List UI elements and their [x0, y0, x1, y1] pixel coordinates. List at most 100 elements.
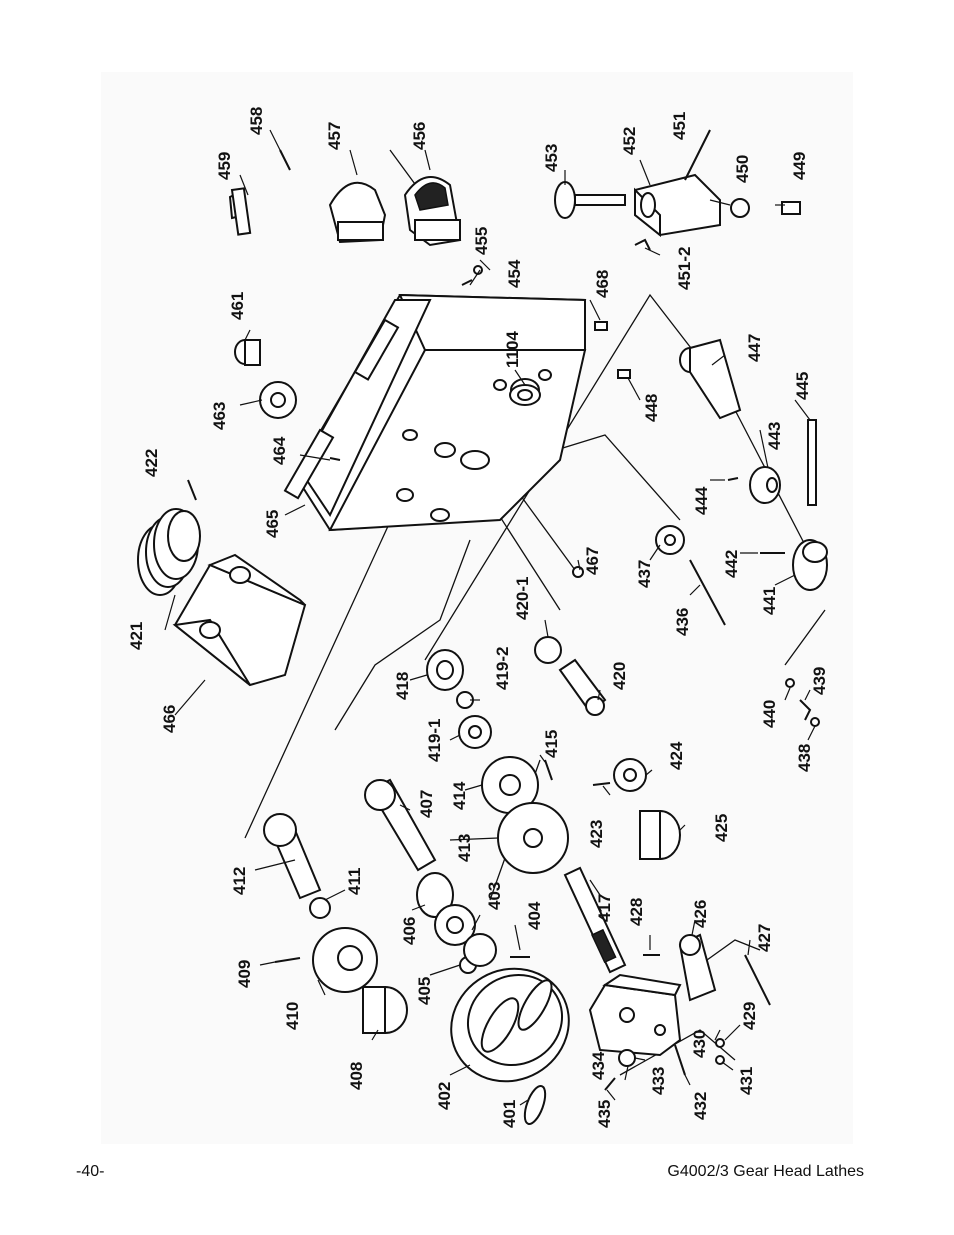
label-423: 423	[587, 820, 606, 848]
label-430: 430	[690, 1030, 709, 1058]
screw-468	[594, 321, 608, 331]
label-412: 412	[230, 867, 249, 895]
saddle-457	[328, 181, 387, 244]
pin-422	[187, 479, 197, 501]
label-404: 404	[525, 901, 544, 930]
shaft-426	[678, 933, 717, 1002]
label-466: 466	[160, 705, 179, 733]
shaft-417	[563, 866, 627, 974]
label-401: 401	[500, 1100, 519, 1128]
label-410: 410	[283, 1002, 302, 1030]
label-432: 432	[691, 1092, 710, 1120]
seal-1104	[509, 384, 541, 406]
document-title: G4002/3 Gear Head Lathes	[667, 1163, 864, 1180]
knob-408	[362, 986, 408, 1034]
label-456: 456	[410, 122, 429, 150]
label-440: 440	[760, 700, 779, 728]
gear-463	[259, 381, 297, 419]
pin-423	[592, 782, 611, 786]
label-454: 454	[505, 259, 524, 288]
handle-401	[523, 1085, 547, 1125]
pin-464	[329, 457, 341, 461]
part-labels: 459 458 457 456 455 454 453 452 451 450 …	[127, 107, 829, 1128]
part-467	[572, 566, 584, 578]
label-422: 422	[142, 449, 161, 477]
label-420-1: 420-1	[513, 577, 532, 620]
housing-465	[283, 293, 587, 532]
label-417: 417	[595, 894, 614, 922]
label-457: 457	[325, 122, 344, 150]
pin-455	[461, 279, 473, 286]
shaft-420	[558, 658, 607, 716]
shaft-412	[263, 813, 322, 900]
label-458: 458	[247, 107, 266, 135]
label-437: 437	[635, 560, 654, 588]
split-nut-456	[403, 176, 462, 247]
label-408: 408	[347, 1062, 366, 1090]
label-463: 463	[210, 402, 229, 430]
gear-410	[312, 927, 378, 993]
bushing-461	[234, 339, 261, 366]
pin-451	[684, 129, 711, 181]
knob-453	[554, 181, 626, 219]
handwheel-402	[450, 967, 570, 1083]
washer-434	[618, 1049, 636, 1067]
label-455: 455	[472, 227, 491, 255]
exploded-parts-diagram: 459 458 457 456 455 454 453 452 451 450 …	[101, 72, 853, 1144]
label-461: 461	[228, 292, 247, 320]
label-467: 467	[583, 547, 602, 575]
label-452: 452	[620, 127, 639, 155]
label-414: 414	[450, 781, 469, 810]
gear-414	[481, 756, 539, 814]
label-433: 433	[649, 1067, 668, 1095]
label-419-1: 419-1	[425, 719, 444, 762]
label-424: 424	[667, 741, 686, 770]
pin-415	[544, 759, 553, 781]
label-451: 451	[670, 112, 689, 140]
gear-424	[613, 758, 647, 792]
label-431: 431	[737, 1067, 756, 1095]
label-444: 444	[692, 486, 711, 515]
pin-444	[727, 477, 739, 481]
label-453: 453	[542, 144, 561, 172]
label-425: 425	[712, 814, 731, 842]
label-421: 421	[127, 622, 146, 650]
knob-425	[639, 810, 681, 860]
shaft-447	[679, 338, 742, 420]
gear-450	[730, 198, 750, 218]
ring-411	[309, 897, 331, 919]
label-405: 405	[415, 977, 434, 1005]
dial-403	[463, 933, 497, 967]
label-449: 449	[790, 152, 809, 180]
label-441: 441	[760, 587, 779, 615]
pin-458	[279, 149, 291, 171]
label-1104: 1104	[503, 331, 522, 368]
worm-421	[137, 508, 201, 596]
block-433	[588, 973, 682, 1057]
label-447: 447	[745, 334, 764, 362]
screw-432	[674, 1044, 686, 1076]
label-418: 418	[393, 672, 412, 700]
label-409: 409	[235, 960, 254, 988]
label-436: 436	[673, 608, 692, 636]
shaft-407	[364, 778, 437, 872]
label-443: 443	[765, 422, 784, 450]
block-452	[634, 173, 721, 238]
label-413: 413	[455, 834, 474, 862]
diagram-canvas: 459 458 457 456 455 454 453 452 451 450 …	[127, 107, 829, 1128]
label-419-2: 419-2	[493, 647, 512, 690]
bracket-466	[172, 553, 307, 687]
shaft-436	[689, 559, 726, 626]
label-428: 428	[627, 898, 646, 926]
label-403: 403	[485, 882, 504, 910]
drum-441	[792, 539, 828, 591]
pin-409	[274, 957, 301, 963]
label-468: 468	[593, 270, 612, 298]
gear-413	[497, 802, 569, 874]
label-439: 439	[810, 667, 829, 695]
rod-427	[744, 954, 771, 1006]
screw-448	[617, 369, 631, 379]
label-438: 438	[795, 744, 814, 772]
label-429: 429	[740, 1002, 759, 1030]
part-429	[715, 1038, 725, 1048]
